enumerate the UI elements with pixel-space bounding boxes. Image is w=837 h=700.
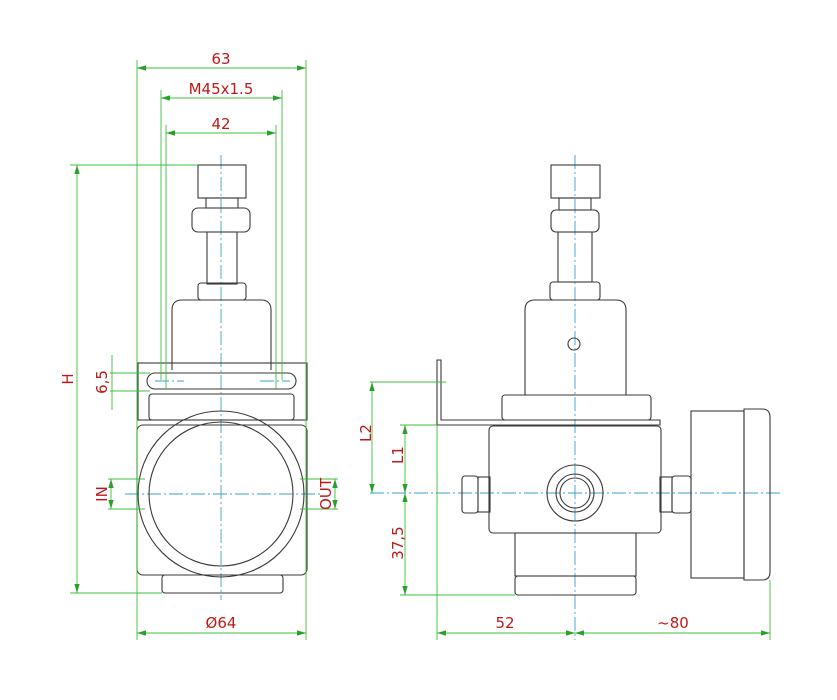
dim-height: H bbox=[59, 373, 77, 384]
dim-thread: M45x1.5 bbox=[189, 80, 254, 98]
dim-l2: L2 bbox=[357, 424, 375, 442]
dim-lower: 37,5 bbox=[389, 526, 407, 559]
body-boss-inner bbox=[148, 421, 294, 567]
dim-overall-width: 63 bbox=[211, 50, 230, 68]
gauge-bezel bbox=[743, 408, 771, 581]
dim-inner-width: 42 bbox=[211, 115, 230, 133]
port-out-label: OUT bbox=[317, 477, 335, 510]
front-view: 63 M45x1.5 42 H 6,5 IN OUT Ø64 bbox=[59, 50, 338, 640]
lock-ring bbox=[148, 393, 295, 421]
vent-hole bbox=[567, 337, 581, 351]
stem bbox=[206, 231, 238, 285]
dimensions-side bbox=[369, 381, 771, 640]
lock-ring-side bbox=[501, 394, 652, 421]
left-plug bbox=[461, 475, 479, 514]
dimensions-front bbox=[70, 60, 338, 640]
gauge-connector bbox=[659, 476, 673, 513]
body-boss-outer bbox=[137, 410, 305, 578]
dim-l1: L1 bbox=[389, 446, 407, 464]
bonnet bbox=[171, 299, 272, 370]
side-view: L2 L1 37,5 52 ~80 bbox=[357, 155, 780, 640]
dim-slot: 6,5 bbox=[93, 370, 111, 394]
knob-neck bbox=[205, 197, 239, 209]
port-in-label: IN bbox=[93, 486, 111, 502]
collar bbox=[197, 282, 247, 301]
bonnet-side bbox=[524, 299, 627, 395]
pressure-gauge bbox=[690, 410, 745, 579]
dim-left: 52 bbox=[495, 614, 514, 632]
dim-gauge: ~80 bbox=[657, 614, 689, 632]
port-hex bbox=[555, 473, 595, 513]
adjust-knob-side bbox=[550, 164, 601, 199]
bracket-slot bbox=[146, 372, 297, 390]
adjust-knob bbox=[197, 164, 247, 199]
dim-diameter: Ø64 bbox=[206, 614, 237, 632]
port-boss bbox=[546, 464, 604, 522]
bowl-side bbox=[514, 532, 637, 577]
bowl bbox=[161, 574, 284, 594]
